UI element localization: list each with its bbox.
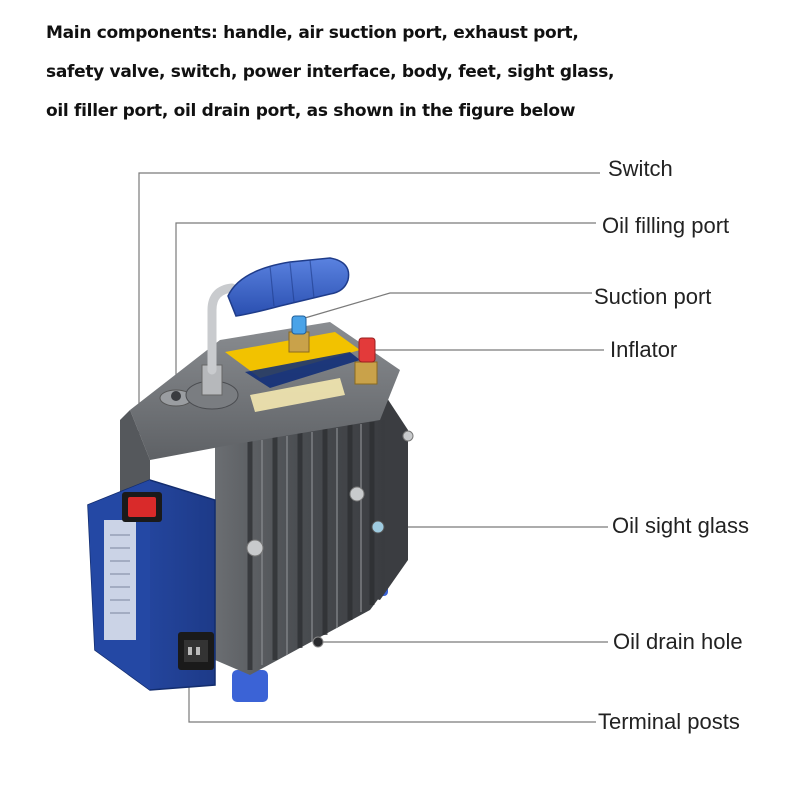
- electrical-housing: [87, 479, 216, 691]
- label-oil-sight-glass: Oil sight glass: [612, 513, 749, 538]
- intro-line-2: safety valve, switch, power interface, b…: [46, 62, 615, 82]
- label-oil-drain-hole: Oil drain hole: [613, 629, 743, 654]
- pump-body: [120, 322, 414, 675]
- warning-label: [225, 332, 360, 378]
- label-inflator: Inflator: [610, 337, 678, 362]
- leader-oil-filling-port: [175, 222, 596, 395]
- bolt: [402, 430, 414, 442]
- label-terminal-posts: Terminal posts: [598, 709, 740, 734]
- spec-sticker: [104, 520, 136, 640]
- inflator-fitting: [354, 337, 378, 385]
- intro-line-3: oil filler port, oil drain port, as show…: [46, 101, 576, 121]
- oil-filling-cap: [159, 389, 193, 407]
- bolt: [349, 486, 365, 502]
- bolt: [246, 539, 264, 557]
- suction-port-fitting: [288, 315, 310, 353]
- leader-suction-port: [297, 292, 592, 321]
- label-suction-port: Suction port: [594, 284, 712, 309]
- intro-text: Main components: handle, air suction por…: [46, 14, 786, 131]
- intro-line-1: Main components: handle, air suction por…: [46, 23, 579, 43]
- oil-drain-plug: [312, 636, 324, 648]
- front-foot: [232, 670, 268, 702]
- handle: [185, 257, 350, 410]
- label-switch: Switch: [608, 156, 673, 181]
- oil-sight-glass-window: [371, 520, 385, 534]
- label-oil-filling-port: Oil filling port: [602, 213, 730, 238]
- leader-switch: [138, 172, 600, 460]
